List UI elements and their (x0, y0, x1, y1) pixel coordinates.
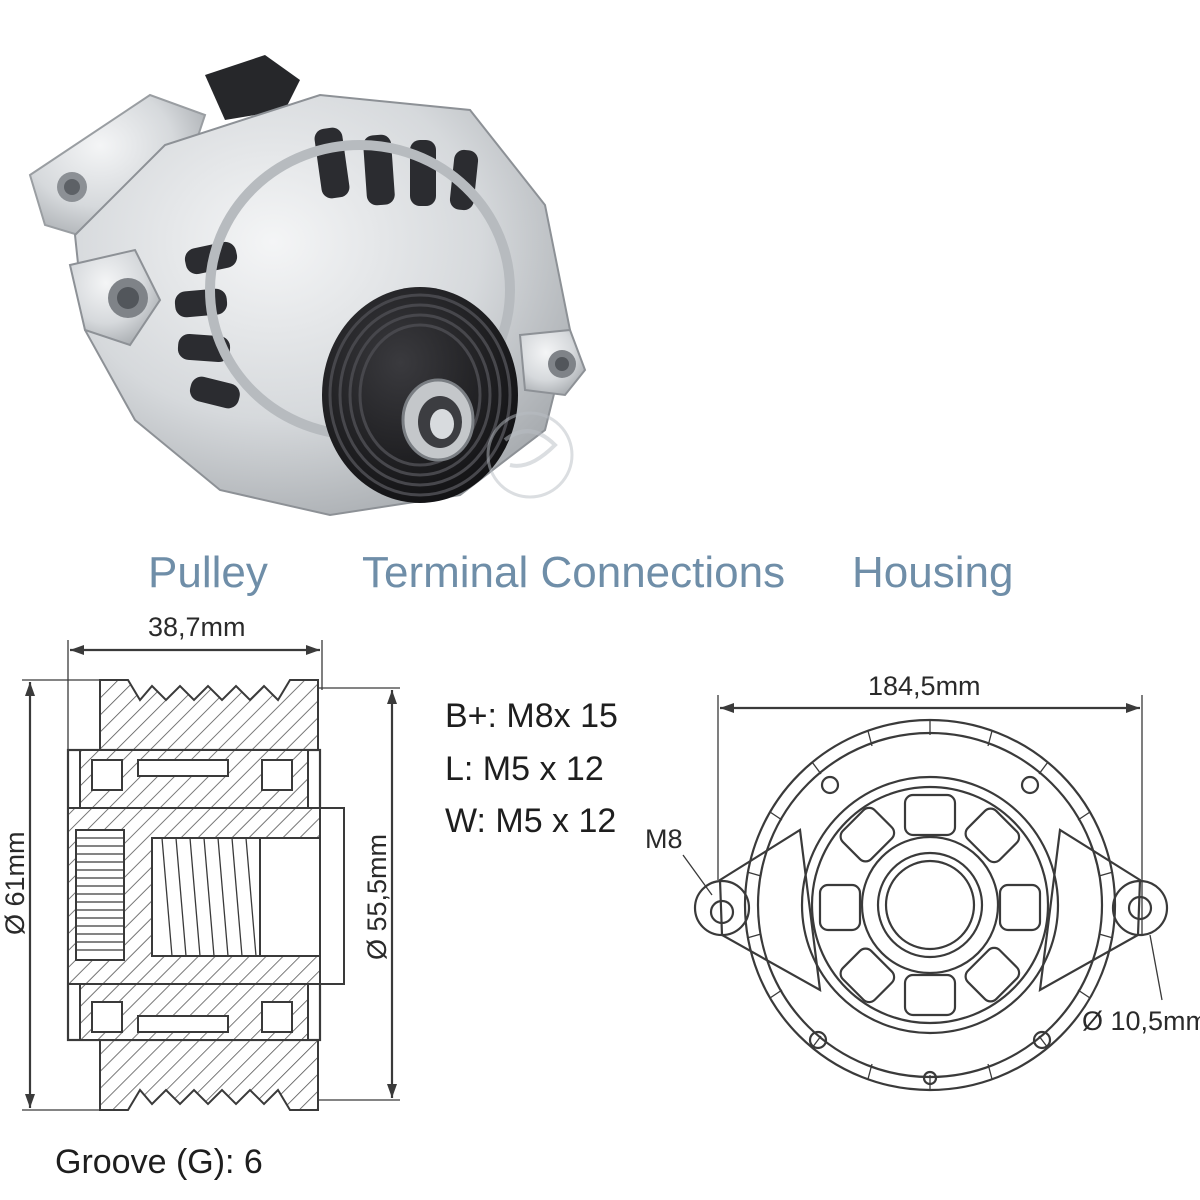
alternator-photo-icon (28, 55, 587, 517)
pulley-header: Pulley (148, 548, 268, 597)
terminal-b-plus: B+: M8x 15 (445, 697, 618, 735)
terminal-l: L: M5 x 12 (445, 750, 604, 788)
brand-watermark-icon (486, 411, 574, 499)
pulley-outer-diameter-label: Ø 61mm (0, 831, 30, 935)
groove-count-label: Groove (G): 6 (55, 1143, 263, 1181)
pulley-inner-diameter-label: Ø 55,5mm (362, 834, 392, 960)
terminal-specs: B+: M8x 15 L: M5 x 12 W: M5 x 12 (445, 697, 618, 840)
housing-header: Housing (852, 548, 1013, 597)
terminal-w: W: M5 x 12 (445, 802, 616, 840)
housing-width-label: 184,5mm (868, 671, 981, 701)
pulley-width-label: 38,7mm (148, 612, 246, 642)
terminal-connections-header: Terminal Connections (362, 548, 785, 597)
pulley-drawing: 38,7mm Ø 61mm Ø 55,5mm (0, 612, 400, 1181)
housing-drawing: 184,5mm (645, 671, 1200, 1092)
housing-hole-diameter-label: Ø 10,5mm (1082, 1006, 1200, 1036)
housing-bolt-label: M8 (645, 824, 683, 854)
